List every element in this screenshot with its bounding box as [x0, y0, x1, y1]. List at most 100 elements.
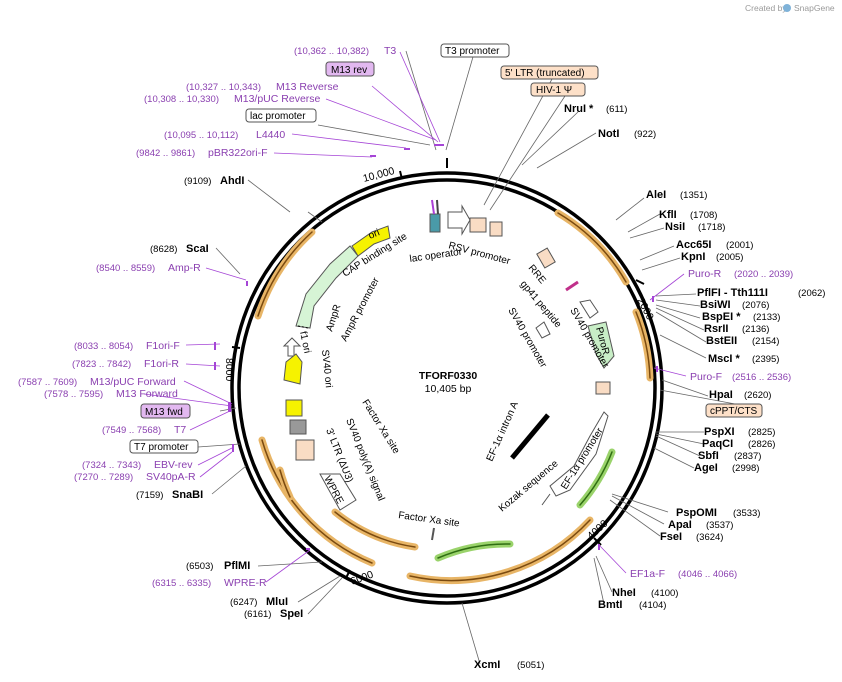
site-name: KflI — [659, 209, 677, 221]
primer-name: WPRE-R — [224, 577, 267, 589]
primer-pos: (10,327 .. 10,343) — [186, 82, 261, 93]
site-pos: (2133) — [753, 312, 780, 323]
site-pos: (2076) — [742, 300, 769, 311]
site-name: PflMI — [224, 560, 250, 572]
site-name: PspXI — [704, 426, 735, 438]
primer-name: F1ori-F — [146, 340, 180, 352]
site-name: MluI — [266, 596, 288, 608]
primer-name: M13 Forward — [116, 388, 178, 400]
site-name: NsiI — [665, 221, 685, 233]
site-pos: (9109) — [184, 176, 211, 187]
primer-name: T7 — [174, 424, 186, 436]
feat-ori: ori — [367, 227, 381, 241]
box-5ltr: 5' LTR (truncated) — [505, 68, 585, 79]
site-name: AgeI — [694, 462, 718, 474]
tick-8000: 8000 — [223, 358, 235, 382]
site-name: SpeI — [280, 608, 303, 620]
site-name: Acc65I — [676, 239, 711, 251]
site-name: MscI * — [708, 353, 741, 365]
primer-name: SV40pA-R — [146, 471, 196, 483]
site-pos: (6161) — [244, 609, 271, 620]
site-pos: (2136) — [742, 324, 769, 335]
snapgene-logo-icon — [783, 4, 791, 12]
primer-pos: (7324 .. 7343) — [82, 460, 141, 471]
primer-name: pBR322ori-F — [208, 147, 268, 159]
site-pos: (4104) — [639, 600, 666, 611]
primer-pos: (7823 .. 7842) — [72, 359, 131, 370]
box-hiv: HIV-1 Ψ — [536, 85, 572, 96]
site-pos: (922) — [634, 129, 656, 140]
site-pos: (2001) — [726, 240, 753, 251]
tick-marks — [231, 158, 645, 579]
site-pos: (6503) — [186, 561, 213, 572]
site-name: SnaBI — [172, 489, 203, 501]
site-name: HpaI — [709, 389, 733, 401]
site-pos: (2837) — [734, 451, 761, 462]
site-pos: (2620) — [744, 390, 771, 401]
site-pos: (1718) — [698, 222, 725, 233]
primer-name: M13/pUC Reverse — [234, 93, 321, 105]
site-name: BstEII — [706, 335, 737, 347]
primer-pos: (10,095 .. 10,112) — [164, 130, 238, 141]
primer-pos: (7270 .. 7289) — [74, 472, 133, 483]
primer-name: Amp-R — [168, 262, 201, 274]
primer-name: L4440 — [256, 129, 285, 141]
primer-name: EBV-rev — [154, 459, 193, 471]
site-pos: (4100) — [651, 588, 678, 599]
orf-arcs — [254, 209, 654, 584]
box-lac-promoter: lac promoter — [250, 111, 306, 122]
feat-ampr: AmpR — [324, 303, 343, 333]
primer-pos: (2020 .. 2039) — [734, 269, 793, 280]
site-pos: (3537) — [706, 520, 733, 531]
site-name: KpnI — [681, 251, 705, 263]
site-pos: (2825) — [748, 427, 775, 438]
feat-amprprom: AmpR promoter — [339, 275, 382, 343]
site-name: NheI — [612, 587, 636, 599]
plasmid-size: 10,405 bp — [425, 383, 472, 395]
feat-lacop: lac operator — [409, 247, 463, 265]
inner-features — [282, 199, 615, 541]
site-name: BspEI * — [702, 311, 741, 323]
credit-brand: SnapGene — [794, 3, 835, 13]
site-pos: (2062) — [798, 288, 825, 299]
site-name: BsiWI — [700, 299, 731, 311]
box-m13-rev: M13 rev — [331, 65, 367, 76]
primer-name: F1ori-R — [144, 358, 179, 370]
site-name: NruI * — [564, 103, 594, 115]
box-cppt: cPPT/CTS — [710, 406, 758, 417]
credit-prefix: Created by — [745, 3, 787, 13]
site-pos: (5051) — [517, 660, 544, 671]
primer-name: M13/pUC Forward — [90, 376, 176, 388]
site-name: FseI — [660, 531, 682, 543]
site-name: BmtI — [598, 599, 622, 611]
backbone-inner — [237, 178, 657, 598]
primer-pos: (6315 .. 6335) — [152, 578, 211, 589]
primer-pos: (10,308 .. 10,330) — [144, 94, 219, 105]
site-pos: (1708) — [690, 210, 717, 221]
backbone-outer — [230, 171, 664, 605]
primer-pos: (10,362 .. 10,382) — [294, 46, 369, 57]
primer-name: Puro-F — [690, 371, 722, 383]
box-m13-fwd: M13 fwd — [145, 407, 183, 418]
feat-sv40ori: SV40 ori — [319, 349, 334, 388]
site-pos: (2826) — [748, 439, 775, 450]
site-pos: (7159) — [136, 490, 163, 501]
site-name: AhdI — [220, 175, 244, 187]
site-pos: (1351) — [680, 190, 707, 201]
primer-pos: (4046 .. 4066) — [678, 569, 737, 580]
site-pos: (2005) — [716, 252, 743, 263]
site-name: AleI — [646, 189, 666, 201]
site-name: RsrII — [704, 323, 728, 335]
primer-labels: (10,362 .. 10,382)T3 (10,327 .. 10,343)M… — [18, 45, 793, 589]
site-pos: (6247) — [230, 597, 257, 608]
primer-pos: (7587 .. 7609) — [18, 377, 77, 388]
box-t3-promoter: T3 promoter — [445, 46, 500, 57]
site-name: SbfI — [698, 450, 719, 462]
site-pos: (2998) — [732, 463, 759, 474]
primer-name: Puro-R — [688, 268, 722, 280]
primer-pos: (2516 .. 2536) — [732, 372, 791, 383]
feat-f1ori: f1 ori — [297, 330, 312, 354]
restriction-sites: NruI *(611) NotI(922) AleI(1351) KflI(17… — [136, 103, 825, 671]
site-name: PflFI - Tth111I — [697, 287, 768, 299]
